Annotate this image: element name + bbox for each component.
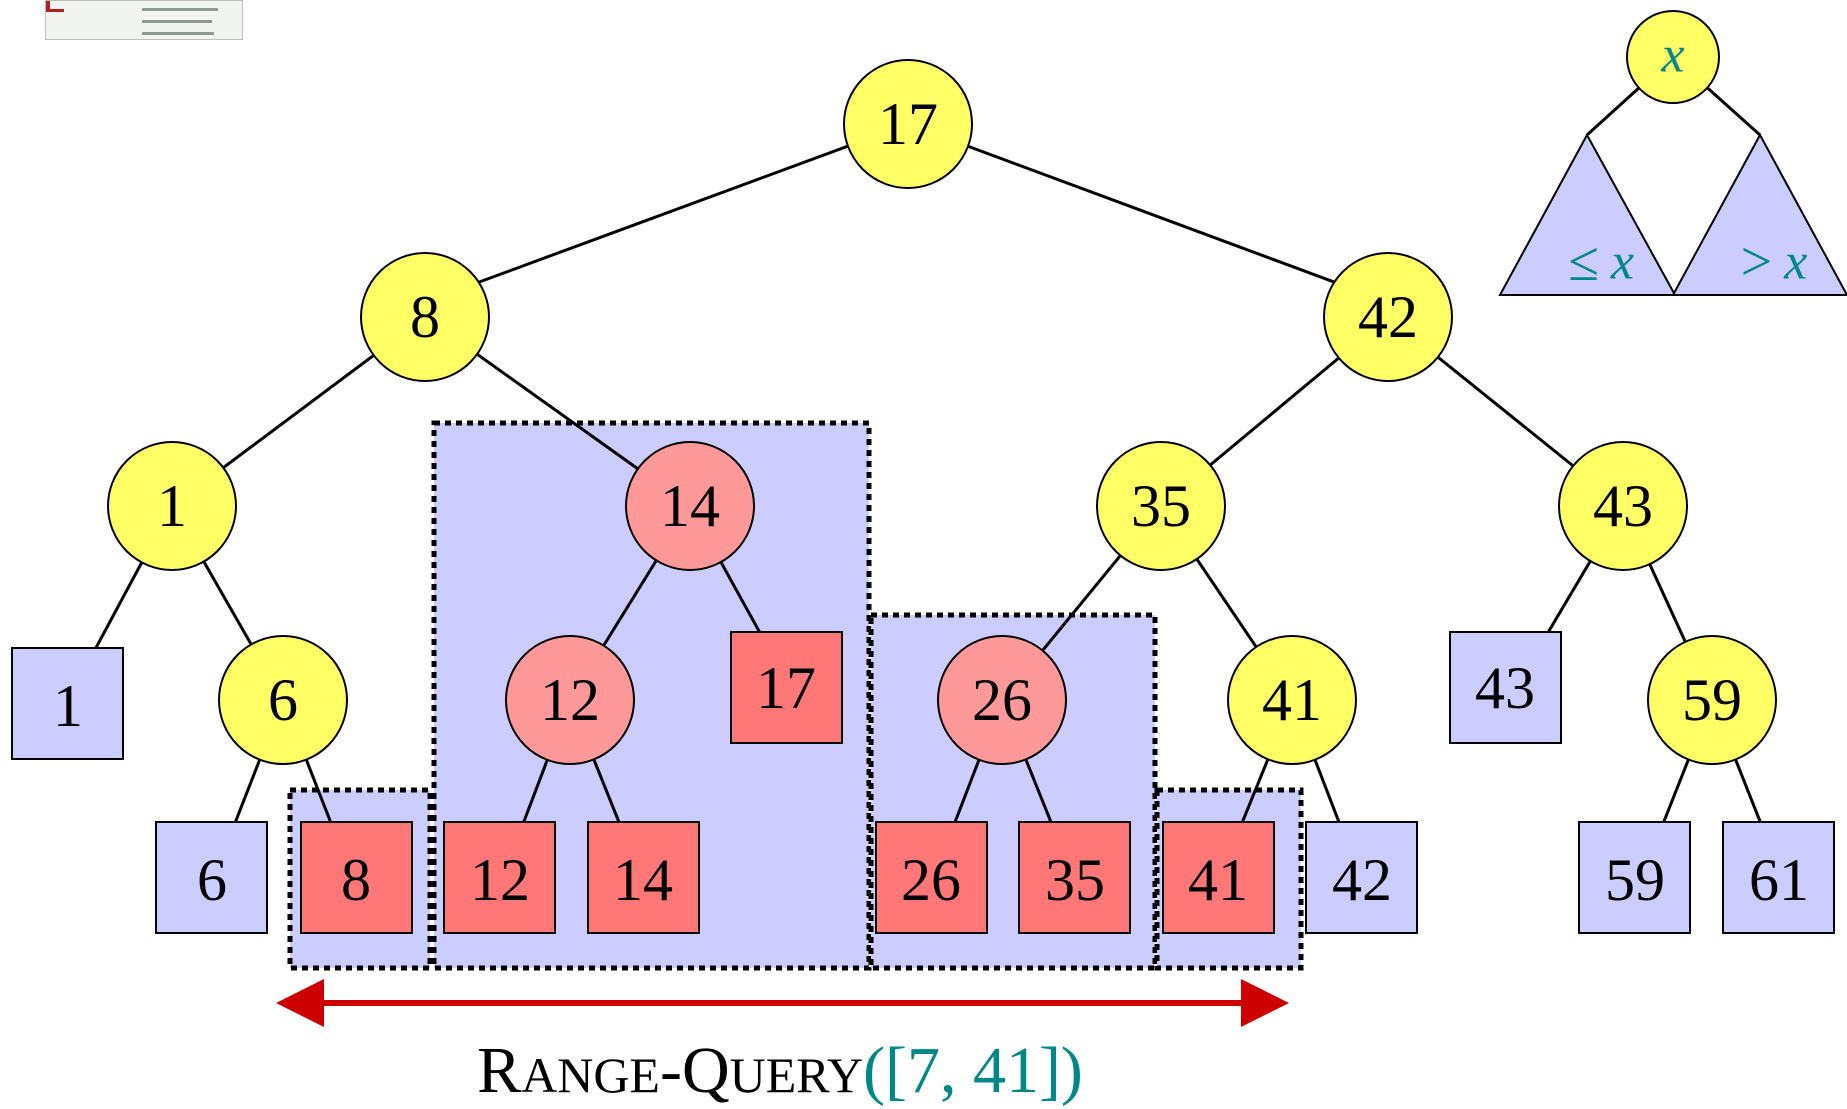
leaf-label: 42 (1332, 847, 1392, 913)
leaf-label: 6 (197, 847, 227, 913)
node-label: 59 (1682, 667, 1742, 733)
node-label: 12 (540, 667, 600, 733)
leaf-6: 6 (155, 821, 268, 934)
leaf-59: 59 (1578, 821, 1691, 934)
leaf-41: 41 (1162, 821, 1275, 934)
node-label: 26 (972, 667, 1032, 733)
leaf-26: 26 (875, 821, 988, 934)
leaf-label: 12 (470, 847, 530, 913)
leaf-8: 8 (300, 821, 413, 934)
node-label: 17 (878, 91, 938, 157)
node-14: 14 (625, 441, 755, 571)
node-label: 8 (410, 284, 440, 350)
leaf-label: 43 (1475, 655, 1535, 721)
caption-hyphen: - (660, 1034, 682, 1107)
node-label: 42 (1358, 284, 1418, 350)
node-label: 43 (1593, 473, 1653, 539)
node-label: 1 (157, 473, 187, 539)
logo-author-line-1 (142, 8, 218, 11)
legend-right-relation: > (1741, 231, 1773, 293)
leaf-label: 8 (341, 847, 371, 913)
leaf-17: 17 (730, 631, 843, 744)
node-1: 1 (107, 441, 237, 571)
legend-right-subtree (1671, 132, 1847, 296)
caption-rest-uery: UERY (730, 1047, 863, 1103)
leaf-42: 42 (1305, 821, 1418, 934)
leaf-label: 26 (901, 847, 961, 913)
leaf-label: 41 (1188, 847, 1248, 913)
legend-root-label: x (1660, 27, 1684, 84)
logo-author-line-2 (142, 20, 212, 23)
leaf-label: 17 (756, 655, 816, 721)
leaf-label: 59 (1605, 847, 1665, 913)
node-6: 6 (218, 635, 348, 765)
book-cover-logo (45, 0, 243, 40)
leaf-1: 1 (11, 647, 124, 760)
leaf-61: 61 (1722, 821, 1835, 934)
caption-rest-ange: ANGE (521, 1047, 660, 1103)
node-root: 17 (843, 59, 973, 189)
leaf-12: 12 (443, 821, 556, 934)
node-43: 43 (1558, 441, 1688, 571)
legend-left-label: ≤ x (1568, 231, 1634, 293)
node-label: 14 (660, 473, 720, 539)
node-8: 8 (360, 252, 490, 382)
leaf-label: 61 (1749, 847, 1809, 913)
leaf-label: 1 (53, 673, 83, 739)
upper-leaves: 1 17 43 (11, 631, 1562, 760)
legend-right-variable: x (1783, 234, 1807, 291)
leaf-label: 14 (613, 847, 673, 913)
node-label: 41 (1262, 667, 1322, 733)
node-12: 12 (505, 635, 635, 765)
legend-root-node (1626, 10, 1720, 104)
leaf-35: 35 (1018, 821, 1131, 934)
node-label: 35 (1131, 473, 1191, 539)
legend-left-relation: ≤ (1568, 231, 1599, 293)
logo-mark (46, 1, 64, 12)
caption-arguments: ([7, 41]) (863, 1034, 1083, 1107)
legend-left-subtree (1498, 132, 1677, 296)
leaf-43: 43 (1449, 631, 1562, 744)
logo-author-line-3 (142, 32, 214, 35)
caption-initial-r: R (477, 1034, 521, 1107)
edge (907, 122, 1389, 304)
edge (424, 122, 909, 304)
leaf-14: 14 (587, 821, 700, 934)
internal-nodes: 17 8 42 1 14 35 (107, 59, 1777, 765)
node-label: 6 (268, 667, 298, 733)
legend-right-label: > x (1741, 231, 1808, 293)
node-59: 59 (1647, 635, 1777, 765)
bottom-leaves: 6 8 12 14 26 35 (155, 821, 1835, 934)
node-42: 42 (1323, 252, 1453, 382)
node-35: 35 (1096, 441, 1226, 571)
caption-initial-q: Q (682, 1034, 730, 1107)
bst-property-legend: x ≤ x > x (1498, 10, 1847, 296)
legend-left-variable: x (1610, 234, 1634, 291)
leaf-label: 35 (1045, 847, 1105, 913)
node-26: 26 (937, 635, 1067, 765)
range-query-caption: RANGE-QUERY([7, 41]) (477, 1034, 1083, 1107)
node-41: 41 (1227, 635, 1357, 765)
